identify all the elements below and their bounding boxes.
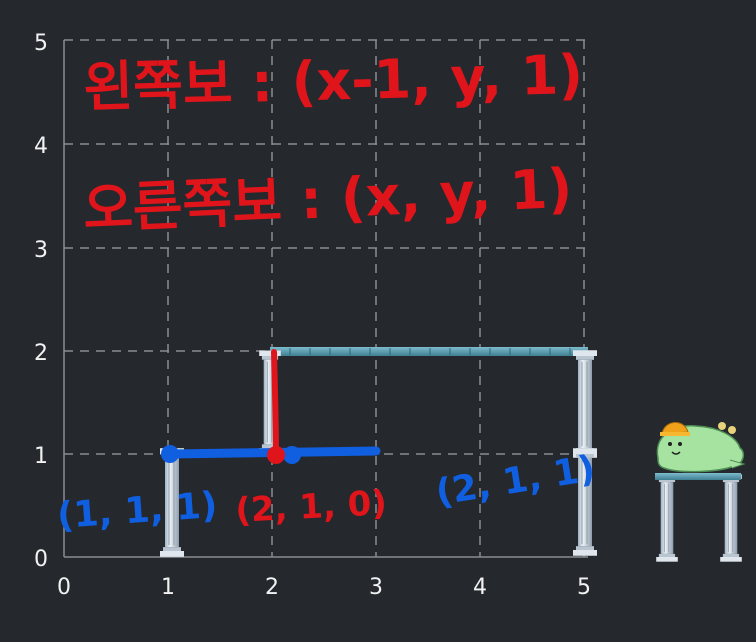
blue-point-left [161,445,179,463]
mini-beam [655,473,741,480]
formula-left-beam: 왼쪽보 : (x-1, y, 1) [83,43,584,119]
y-tick-0: 0 [34,547,48,572]
label-blue-left: (1, 1, 1) [56,485,219,537]
x-axis-ticks: 0 1 2 3 4 5 [57,575,591,600]
formula-right-beam: 오른쪽보 : (x, y, 1) [82,157,574,241]
y-tick-2: 2 [34,341,48,366]
pillar-icon [655,473,679,563]
y-tick-1: 1 [34,444,48,469]
pillar-icon [572,349,598,459]
red-annotation [267,349,285,464]
y-tick-5: 5 [34,31,48,56]
beam-icon [270,347,588,356]
x-tick-5: 5 [577,575,591,600]
x-tick-1: 1 [161,575,175,600]
x-tick-3: 3 [369,575,383,600]
pillar-icon [719,473,743,563]
x-tick-2: 2 [265,575,279,600]
y-tick-4: 4 [34,134,48,159]
y-tick-3: 3 [34,238,48,263]
y-axis-ticks: 0 1 2 3 4 5 [34,31,48,572]
axis-lines [63,40,588,558]
blue-point-right [283,446,301,464]
red-point [267,446,285,464]
formula-notes: 왼쪽보 : (x-1, y, 1) 오른쪽보 : (x, y, 1) [82,43,584,241]
label-red-center: (2, 1, 0) [234,483,387,531]
x-tick-4: 4 [473,575,487,600]
label-blue-right: (2, 1, 1) [433,448,598,514]
x-tick-0: 0 [57,575,71,600]
dino-mascot-icon [656,422,746,473]
